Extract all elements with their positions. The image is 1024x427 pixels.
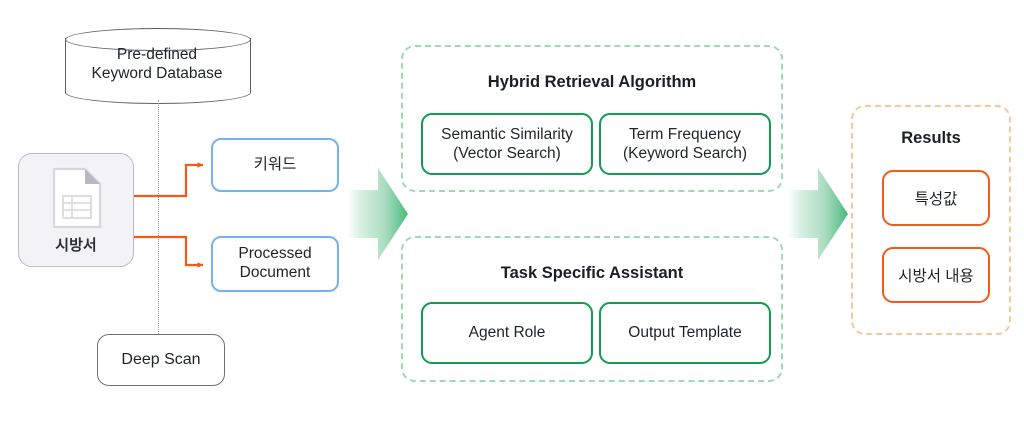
keyword-output-label: 키워드 [253,155,297,173]
semantic-similarity-line1: Semantic Similarity [441,125,573,143]
agent-role-box[interactable]: Agent Role [421,302,593,364]
result-item-feature-value-label: 특성값 [914,191,958,208]
source-document-label: 시방서 [55,237,97,254]
result-item-spec-content-label: 시방서 내용 [898,268,974,285]
processed-line1: Processed [238,245,312,263]
deep-scan-node[interactable]: Deep Scan [97,334,225,386]
hybrid-retrieval-title: Hybrid Retrieval Algorithm [487,73,697,91]
keyword-database-line1: Pre-defined [116,46,198,63]
output-template-box[interactable]: Output Template [599,302,771,364]
keyword-database-line2: Keyword Database [91,65,223,83]
processed-line2: Document [239,264,311,281]
semantic-similarity-line2: (Vector Search) [453,145,561,162]
source-document-card[interactable]: 시방서 [18,153,134,267]
task-specific-assistant-panel: Task Specific Assistant Agent Role Outpu… [401,236,783,382]
term-frequency-box[interactable]: Term Frequency (Keyword Search) [599,113,771,175]
keyword-database-label: Pre-defined Keyword Database [65,45,249,84]
semantic-similarity-box[interactable]: Semantic Similarity (Vector Search) [421,113,593,175]
output-template-label: Output Template [628,324,742,342]
cylinder-top-ellipse [65,28,251,51]
green-gradient-right-arrow-left [348,166,408,262]
connector-doc-to-keyword [134,162,204,198]
semantic-similarity-label: Semantic Similarity (Vector Search) [441,125,573,164]
dotted-connector-line [158,100,159,336]
term-frequency-label: Term Frequency (Keyword Search) [623,125,747,164]
results-panel: Results 특성값 시방서 내용 [851,105,1011,335]
results-title: Results [901,129,961,147]
term-frequency-line1: Term Frequency [629,125,741,143]
deep-scan-label: Deep Scan [121,351,201,368]
result-item-spec-content[interactable]: 시방서 내용 [882,247,990,303]
result-item-feature-value[interactable]: 특성값 [882,170,990,226]
processed-document-output-label: Processed Document [238,245,311,283]
term-frequency-line2: (Keyword Search) [622,145,748,162]
spreadsheet-document-icon [52,167,102,229]
agent-role-label: Agent Role [468,324,546,342]
task-specific-assistant-title: Task Specific Assistant [500,264,684,282]
keyword-database-node: Pre-defined Keyword Database [65,28,251,104]
keyword-output-box[interactable]: 키워드 [211,138,339,192]
connector-doc-to-processed [134,235,204,268]
green-gradient-right-arrow-right [788,166,848,262]
hybrid-retrieval-panel: Hybrid Retrieval Algorithm Semantic Simi… [401,45,783,192]
processed-document-output-box[interactable]: Processed Document [211,236,339,292]
